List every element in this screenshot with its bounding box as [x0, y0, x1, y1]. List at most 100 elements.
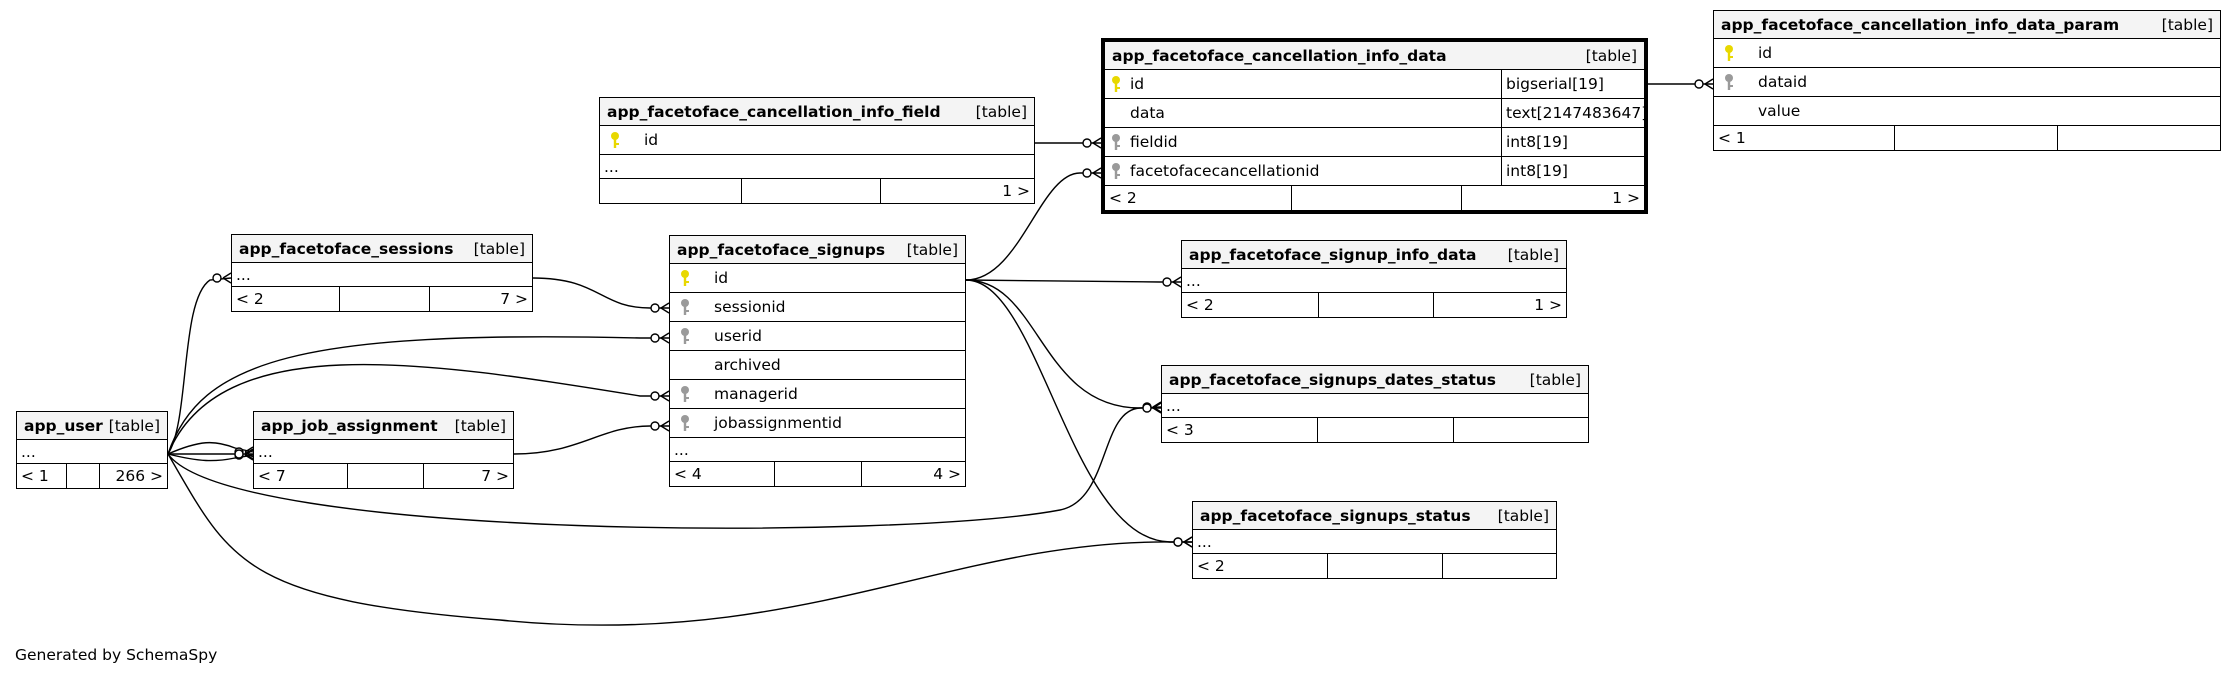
column-row: value [1714, 97, 2220, 126]
row-count [347, 464, 423, 488]
crows-foot [222, 272, 232, 284]
table-user[interactable]: app_user [table] ... < 1 266 > [16, 411, 168, 489]
edge-line [167, 406, 1162, 529]
more-columns: ... [600, 155, 1034, 179]
crows-foot [1183, 536, 1193, 548]
table-sessions[interactable]: app_facetoface_sessions [table] ... < 2 … [231, 234, 533, 312]
column-row: id [1714, 39, 2220, 68]
table-name: app_job_assignment [261, 416, 438, 435]
column-name: id [644, 131, 659, 149]
table-info-field[interactable]: app_facetoface_cancellation_info_field [… [599, 97, 1035, 204]
more-columns: ... [670, 438, 965, 462]
edge-signups-dates-status [965, 279, 1162, 414]
foreign-key-icon [1105, 157, 1127, 185]
table-kind: [table] [1585, 46, 1637, 65]
table-name: app_facetoface_sessions [239, 239, 454, 258]
row-count [1894, 126, 2057, 150]
crows-foot [1172, 276, 1182, 288]
column-name: fieldid [1130, 133, 1178, 151]
column-name: value [1758, 102, 1801, 120]
more-columns: ... [254, 440, 513, 464]
table-signups[interactable]: app_facetoface_signups [table] id sessio… [669, 235, 966, 487]
table-info-data-param[interactable]: app_facetoface_cancellation_info_data_pa… [1713, 10, 2221, 151]
optional-circle [650, 421, 660, 431]
edge-job-signups [513, 420, 670, 455]
table-header: app_user [table] [17, 412, 167, 440]
edge-line [167, 453, 1192, 626]
edge-line [532, 277, 669, 309]
table-signups-dates-status[interactable]: app_facetoface_signups_dates_status [tab… [1161, 365, 1589, 443]
optional-circle [1142, 403, 1152, 413]
table-kind: [table] [1529, 370, 1581, 389]
column-name: id [1758, 44, 1773, 62]
optional-circle [1162, 277, 1172, 287]
primary-key-icon [1714, 39, 1744, 67]
column-name: jobassignmentid [714, 414, 842, 432]
table-name: app_facetoface_signup_info_data [1189, 245, 1477, 264]
parents-count: < 2 [1186, 296, 1214, 314]
children-count: 1 > [1433, 293, 1566, 317]
column-type: int8[19] [1501, 157, 1644, 185]
children-count: 1 > [880, 179, 1034, 203]
column-name: archived [714, 356, 781, 374]
parents-count: < 1 [21, 467, 49, 485]
crows-foot [244, 448, 254, 460]
column-type: bigserial[19] [1501, 70, 1644, 98]
edge-line [965, 172, 1101, 281]
column-row: id [670, 264, 965, 293]
more-columns: ... [17, 440, 167, 464]
optional-circle [1694, 79, 1704, 89]
edge-field-info-data [1035, 137, 1102, 149]
table-job-assignment[interactable]: app_job_assignment [table] ... < 7 7 > [253, 411, 514, 489]
table-kind: [table] [2161, 15, 2213, 34]
table-name: app_user [24, 416, 103, 435]
table-footer: < 2 1 > [1105, 186, 1644, 210]
row-count [66, 464, 99, 488]
table-header: app_facetoface_signups_status [table] [1193, 502, 1556, 530]
table-name: app_facetoface_signups [677, 240, 886, 259]
children-count: 7 > [423, 464, 513, 488]
table-header: app_job_assignment [table] [254, 412, 513, 440]
column-name: id [714, 269, 729, 287]
parents-count: < 2 [236, 290, 264, 308]
edge-sessions-signups [532, 277, 670, 314]
table-header: app_facetoface_cancellation_info_data_pa… [1714, 11, 2220, 39]
row-count [774, 462, 861, 486]
foreign-key-icon [670, 409, 700, 437]
column-name: sessionid [714, 298, 786, 316]
primary-key-icon [600, 126, 630, 154]
parents-count: < 1 [1718, 129, 1746, 147]
row-count [1327, 554, 1442, 578]
more-columns: ... [1182, 269, 1566, 293]
edge-info-data-param [1648, 78, 1714, 90]
crows-foot [660, 302, 670, 314]
optional-circle [1082, 168, 1092, 178]
table-signups-status[interactable]: app_facetoface_signups_status [table] ..… [1192, 501, 1557, 579]
table-kind: [table] [1507, 245, 1559, 264]
edge-user-signups-managerid [167, 363, 670, 455]
column-type: int8[19] [1501, 128, 1644, 156]
edge-signups-signup-info [965, 276, 1182, 288]
edge-signups-info-data [965, 167, 1102, 281]
column-row: jobassignmentid [670, 409, 965, 438]
column-row: dataid [1714, 68, 2220, 97]
children-count: 266 > [99, 464, 167, 488]
column-row: id [600, 126, 1034, 155]
table-info-data[interactable]: app_facetoface_cancellation_info_data [t… [1101, 38, 1648, 214]
table-kind: [table] [975, 102, 1027, 121]
edge-line [965, 279, 1181, 283]
column-name: id [1130, 75, 1145, 93]
foreign-key-icon [1714, 68, 1744, 96]
table-footer: < 4 4 > [670, 462, 965, 486]
table-signup-info-data[interactable]: app_facetoface_signup_info_data [table] … [1181, 240, 1567, 318]
column-row: userid [670, 322, 965, 351]
table-footer: < 3 [1162, 418, 1588, 442]
more-columns: ... [232, 263, 532, 287]
table-kind: [table] [108, 416, 160, 435]
children-count: 1 > [1461, 186, 1644, 210]
optional-circle [1173, 537, 1183, 547]
edge-line [965, 279, 1192, 543]
table-header: app_facetoface_signup_info_data [table] [1182, 241, 1566, 269]
